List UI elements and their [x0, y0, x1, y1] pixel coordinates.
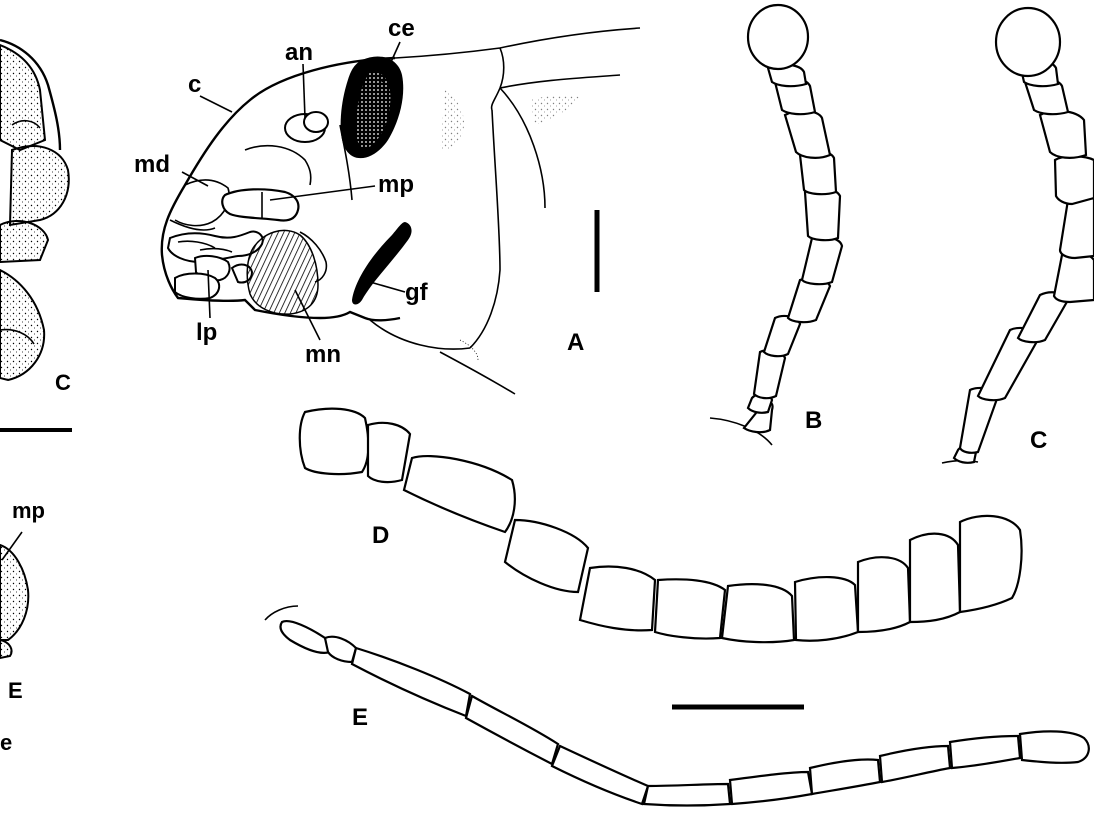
head-drawing: [160, 27, 641, 395]
panel-e-label: E: [352, 704, 368, 731]
left-panel-c-label: C: [55, 370, 71, 395]
panel-a-label: A: [567, 329, 584, 356]
mentum: [246, 229, 319, 315]
labial-palp: [174, 272, 221, 300]
left-panel-e-drawing: [0, 531, 30, 660]
leader-lines-a: [181, 41, 406, 341]
panel-c-label: C: [1030, 427, 1047, 454]
antenna-c-drawing: [941, 6, 1094, 464]
genal-furrow: [352, 222, 412, 305]
left-e-lower-label: e: [0, 730, 12, 755]
label-lp: lp: [196, 319, 217, 346]
maxillary-palp: [221, 188, 300, 222]
antenna-e-drawing: [264, 605, 1090, 807]
label-gf: gf: [405, 279, 429, 306]
left-mp-label: mp: [12, 498, 45, 523]
antenna-b-drawing: [709, 3, 844, 446]
left-panel-e-label: E: [8, 678, 23, 703]
left-panel-c-drawing: [0, 38, 70, 382]
label-mn: mn: [305, 341, 341, 368]
panel-b-label: B: [805, 407, 822, 434]
label-md: md: [134, 151, 170, 178]
label-mp: mp: [378, 171, 414, 198]
label-an: an: [285, 39, 313, 66]
antenna-d-drawing: [298, 407, 1023, 644]
label-c: c: [188, 71, 201, 98]
panel-d-label: D: [372, 522, 389, 549]
label-ce: ce: [388, 15, 415, 42]
